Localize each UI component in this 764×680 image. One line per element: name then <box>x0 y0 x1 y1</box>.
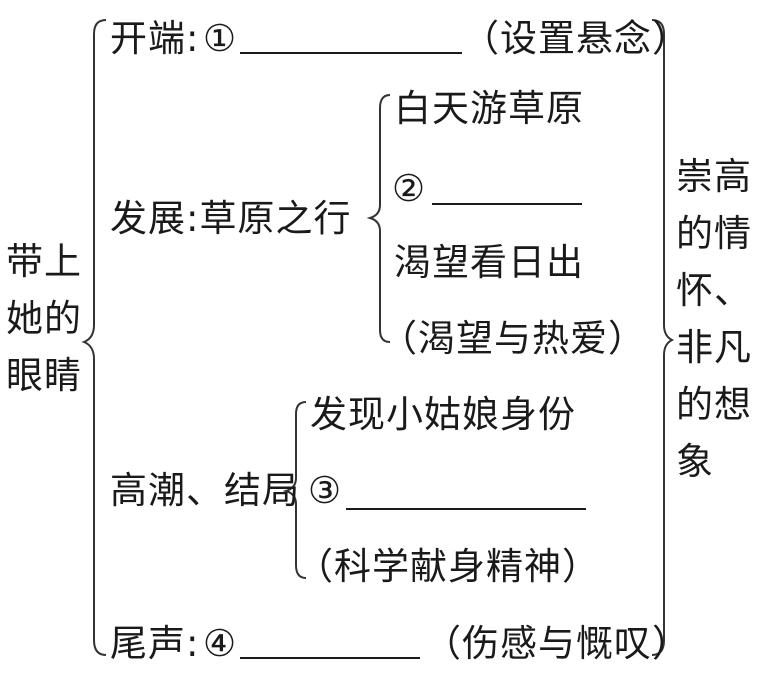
develop-blank[interactable] <box>432 203 582 205</box>
develop-brace <box>366 94 391 343</box>
develop-label: 发展:草原之行 <box>110 197 352 240</box>
climax-item-3: （科学献身精神） <box>296 545 600 588</box>
main-left-brace <box>81 19 107 656</box>
climax-item-1: 发现小姑娘身份 <box>310 393 576 436</box>
right-brace <box>651 19 675 656</box>
start-note: （设置悬念） <box>462 17 690 60</box>
develop-item-4: （渴望与热爱） <box>380 317 646 360</box>
root-title: 带上她的眼睛 <box>6 240 82 397</box>
develop-item-1: 白天游草原 <box>394 87 584 130</box>
start-label: 开端: <box>110 17 200 60</box>
end-label: 尾声: <box>110 622 200 665</box>
end-blank[interactable] <box>240 657 420 659</box>
right-summary: 崇高的情怀、非凡的想象 <box>676 155 752 483</box>
end-marker: ④ <box>203 622 238 665</box>
start-blank[interactable] <box>240 52 462 54</box>
start-marker: ① <box>203 17 238 60</box>
climax-label: 高潮、结局 <box>110 469 300 512</box>
develop-item-3: 渴望看日出 <box>394 241 584 284</box>
end-note: （伤感与慨叹） <box>424 622 690 665</box>
develop-item-2: ② <box>392 167 427 210</box>
climax-brace <box>282 401 307 579</box>
climax-blank[interactable] <box>346 508 586 510</box>
climax-item-2: ③ <box>308 469 343 512</box>
